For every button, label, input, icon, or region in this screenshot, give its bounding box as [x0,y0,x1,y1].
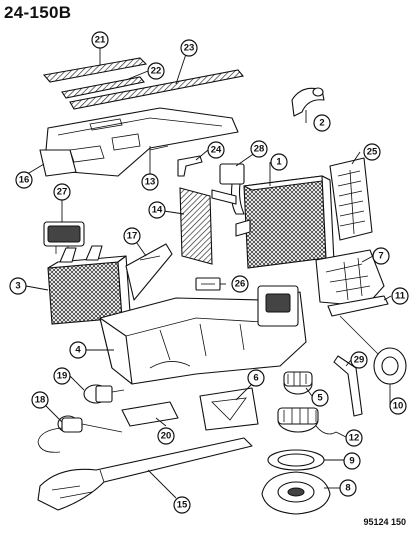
svg-text:29: 29 [354,355,365,366]
svg-text:19: 19 [57,371,68,382]
svg-text:5: 5 [317,393,323,404]
part-1-evaporator-core [235,175,335,269]
part-17-bracket [125,243,173,301]
part-28-expansion-valve [211,163,245,215]
part-16-mode-door-bracket [39,149,77,177]
part-26-clip [195,277,221,291]
part-12-blower-wheel [277,407,337,435]
svg-text:13: 13 [145,177,156,188]
svg-text:16: 16 [19,175,30,186]
svg-text:6: 6 [253,373,258,384]
svg-text:21: 21 [95,35,106,46]
callout-21: 21 [91,31,109,49]
callout-18: 18 [31,391,49,409]
callout-29: 29 [350,351,368,369]
callout-17: 17 [123,227,141,245]
callout-25: 25 [363,143,381,161]
callout-15: 15 [173,496,191,514]
callout-14: 14 [148,201,166,219]
part-25-screen [329,157,373,241]
part-21-seal-strip [42,57,148,83]
svg-text:14: 14 [152,205,163,216]
callout-6: 6 [247,369,265,387]
callout-4: 4 [69,341,87,359]
part-2-duct-elbow [291,87,325,117]
part-15-floor-duct [37,437,253,511]
part-24-clip [177,155,203,177]
svg-text:1: 1 [276,157,282,168]
callout-19: 19 [53,367,71,385]
part-14-seal-panel [179,187,213,265]
callout-13: 13 [141,173,159,191]
part-3-heater-core [47,245,131,325]
callout-27: 27 [53,183,71,201]
svg-text:24: 24 [211,145,222,156]
callout-22: 22 [147,62,165,80]
svg-text:22: 22 [151,66,162,77]
svg-text:2: 2 [319,118,324,129]
part-23-seal-strip [69,69,245,110]
svg-text:20: 20 [161,431,172,442]
callout-23: 23 [180,39,198,57]
svg-text:10: 10 [393,401,404,412]
svg-text:15: 15 [177,500,188,511]
svg-text:27: 27 [57,187,68,198]
svg-text:28: 28 [254,144,265,155]
part-20-door [121,401,179,427]
callout-8: 8 [339,479,357,497]
callout-24: 24 [207,141,225,159]
part-18-vacuum-motor [37,415,123,453]
svg-text:17: 17 [127,231,138,242]
part-5-blower-motor [283,371,313,395]
callout-28: 28 [250,140,268,158]
callout-20: 20 [157,427,175,445]
callout-10: 10 [389,397,407,415]
callout-26: 26 [231,275,249,293]
part-22-seal-strip [61,76,145,99]
svg-text:18: 18 [35,395,46,406]
svg-text:9: 9 [349,456,354,467]
callout-2: 2 [313,114,331,132]
figure-code: 95124 150 [363,517,406,527]
callout-3: 3 [9,277,27,295]
part-19-vacuum-actuator [83,384,125,404]
part-11-seal [327,295,389,317]
svg-text:26: 26 [235,279,246,290]
part-6-bracket [199,387,259,431]
callout-5: 5 [311,389,329,407]
part-4-lower-housing [99,285,307,385]
callout-1: 1 [270,153,288,171]
svg-text:11: 11 [395,291,406,302]
svg-text:3: 3 [15,281,20,292]
callout-11: 11 [391,287,409,305]
part-9-gasket [267,449,325,471]
svg-text:12: 12 [349,433,360,444]
svg-text:25: 25 [367,147,378,158]
callout-7: 7 [372,247,390,265]
page-code: 24-150B [4,3,72,22]
callout-9: 9 [343,452,361,470]
svg-text:7: 7 [378,251,383,262]
part-7-recirculation-door-housing [315,249,385,307]
svg-text:8: 8 [345,483,350,494]
part-8-blower-housing [261,471,331,515]
svg-text:4: 4 [75,345,81,356]
callout-16: 16 [15,171,33,189]
part-27-blower-resistor [43,221,85,254]
svg-text:23: 23 [184,43,195,54]
callout-12: 12 [345,429,363,447]
